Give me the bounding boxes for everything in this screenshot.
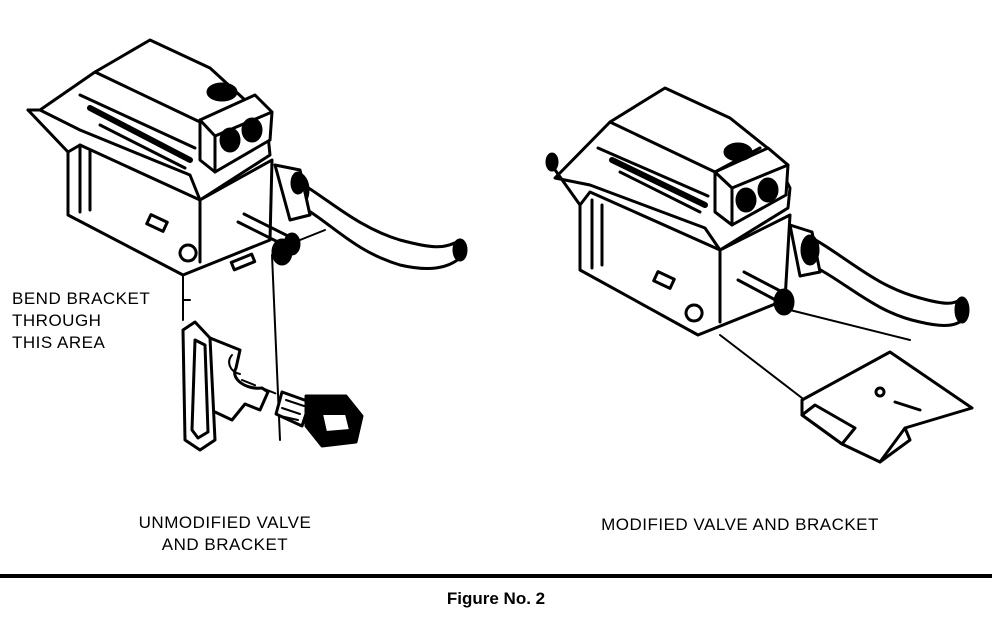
unmodified-caption-line-2: AND BRACKET [161,535,289,554]
unmodified-bracket [181,320,270,452]
unmodified-valve-housing [26,108,274,277]
callout-line-2: THROUGH [12,311,102,330]
modified-valve-assembly [545,86,974,464]
modified-valve-housing [545,152,792,337]
modified-valve-connector-block [713,142,790,227]
unmodified-valve-assembly [26,38,468,452]
modified-valve-hose [788,223,970,327]
mounting-bolt [274,390,364,448]
modified-bracket [800,350,974,464]
modified-caption-text: MODIFIED VALVE AND BRACKET [601,515,879,534]
modified-valve-port [736,270,795,316]
bend-bracket-callout: BEND BRACKET THROUGH THIS AREA [12,288,150,354]
callout-line-3: THIS AREA [12,333,106,352]
caption-divider [0,574,992,578]
unmodified-valve-connector-block [198,82,274,174]
unmodified-caption-line-1: UNMODIFIED VALVE [138,513,312,532]
callout-line-1: BEND BRACKET [12,289,151,308]
unmodified-caption: UNMODIFIED VALVE AND BRACKET [100,512,350,556]
unmodified-valve-hose [273,163,468,271]
figure-caption: Figure No. 2 [446,589,546,608]
modified-caption: MODIFIED VALVE AND BRACKET [560,514,920,536]
